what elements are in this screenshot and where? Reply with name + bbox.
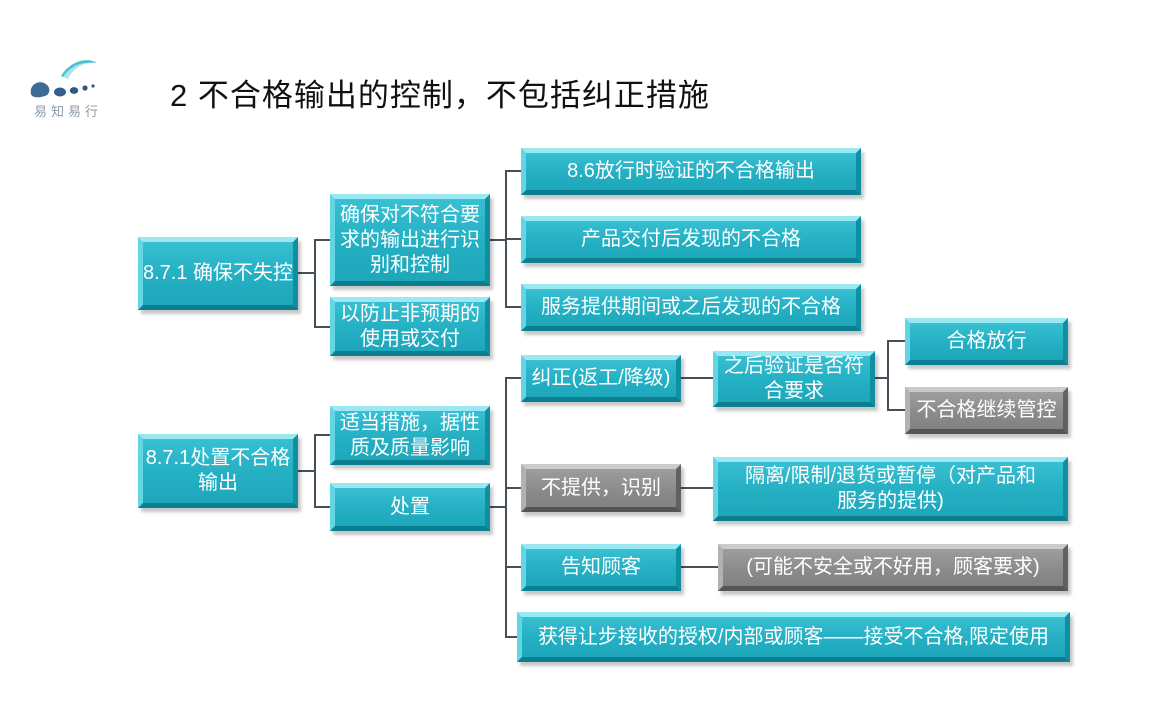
connector-line: [887, 340, 905, 342]
company-logo: 易知易行: [20, 56, 116, 120]
connector-line: [505, 377, 521, 379]
node-ensure-not-lose-control: 8.7.1 确保不失控: [138, 237, 298, 310]
connector-line: [681, 487, 713, 489]
connector-line: [505, 636, 517, 638]
connector-line: [505, 238, 521, 240]
node-conforming-release: 合格放行: [905, 318, 1068, 365]
node-found-during-service: 服务提供期间或之后发现的不合格: [521, 284, 861, 331]
slide-title: 2 不合格输出的控制，不包括纠正措施: [170, 78, 710, 113]
connector-line: [887, 340, 889, 411]
connector-line: [314, 434, 316, 508]
node-prevent-unintended-use: 以防止非预期的使用或交付: [330, 297, 490, 356]
connector-line: [505, 306, 521, 308]
connector-line: [505, 377, 507, 638]
connector-line: [314, 239, 330, 241]
connector-line: [505, 487, 521, 489]
node-concession-authorization: 获得让步接收的授权/内部或顾客——接受不合格,限定使用: [517, 612, 1070, 662]
connector-line: [298, 470, 315, 472]
node-appropriate-measures: 适当措施，据性质及质量影响: [330, 406, 490, 465]
connector-line: [875, 377, 888, 379]
node-inform-customer: 告知顾客: [521, 544, 681, 591]
node-identify-and-control: 确保对不符合要求的输出进行识别和控制: [330, 194, 490, 286]
connector-line: [314, 326, 330, 328]
connector-line: [887, 409, 905, 411]
connector-line: [314, 434, 330, 436]
node-reverify-conformity: 之后验证是否符合要求: [713, 351, 875, 407]
connector-line: [681, 566, 718, 568]
node-isolate-restrict-return: 隔离/限制/退货或暂停（对产品和服务的提供): [713, 457, 1068, 521]
node-unsafe-note: (可能不安全或不好用，顾客要求): [718, 544, 1068, 591]
node-not-provide-identify: 不提供，识别: [521, 464, 681, 512]
connector-line: [490, 239, 505, 241]
connector-line: [681, 377, 713, 379]
logo-icon: [30, 60, 97, 98]
node-found-after-delivery: 产品交付后发现的不合格: [521, 216, 861, 263]
node-keep-controlling: 不合格继续管控: [905, 387, 1068, 434]
node-nonconforming-at-release: 8.6放行时验证的不合格输出: [521, 148, 861, 195]
connector-line: [505, 566, 521, 568]
node-disposal: 处置: [330, 483, 490, 531]
connector-line: [298, 272, 315, 274]
logo-text: 易知易行: [33, 104, 102, 119]
node-correction-rework: 纠正(返工/降级): [521, 355, 681, 402]
connector-line: [314, 506, 330, 508]
connector-line: [314, 239, 316, 328]
connector-line: [505, 170, 521, 172]
connector-line: [490, 506, 507, 508]
node-disposal-of-nonconforming: 8.7.1处置不合格输出: [138, 434, 298, 508]
